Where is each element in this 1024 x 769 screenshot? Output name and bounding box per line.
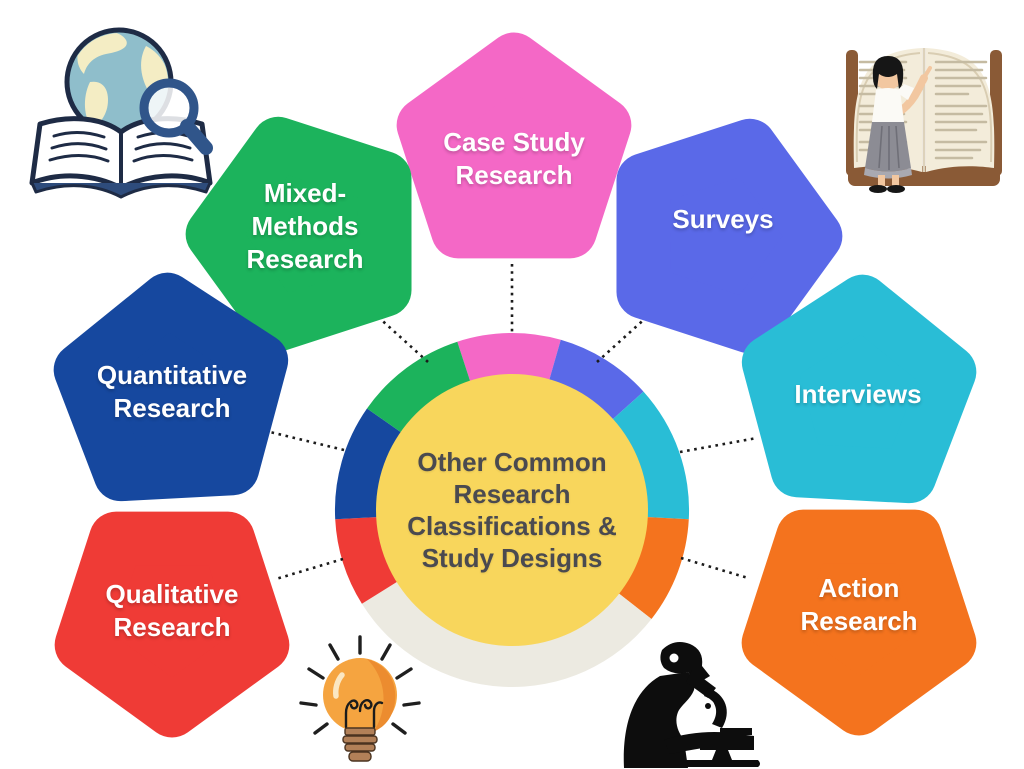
pentagon-surveys-shape <box>616 118 843 354</box>
ring-segment-bottom-blank <box>361 581 652 688</box>
center-circle <box>376 374 648 646</box>
pentagon-label-line: Quantitative <box>96 360 248 390</box>
pentagon-action-shape <box>741 509 977 736</box>
pentagon-label-line: Methods <box>251 210 359 241</box>
pentagon-label-line: Research <box>113 612 231 642</box>
person-sleeve <box>896 84 914 100</box>
person-leg <box>878 175 885 187</box>
person-pointing-finger <box>922 66 932 80</box>
book-page-right <box>926 48 995 172</box>
pentagon-quantitative: Quantitative Research <box>50 268 294 504</box>
pentagon-case-study: Case Study Research <box>392 28 636 264</box>
pentagon-qualitative: Qualitative Research <box>50 506 294 742</box>
connector-interviews <box>679 436 758 454</box>
center-title: Other Common Research Classifications & … <box>372 378 652 642</box>
person-raised-arm <box>898 74 928 114</box>
pentagon-surveys: Surveys <box>601 110 845 354</box>
person-hair <box>872 56 904 89</box>
pentagon-qualitative-shape <box>54 511 290 738</box>
skirt-pleats <box>878 125 900 170</box>
pentagon-label-line: Research <box>800 606 918 636</box>
pentagon-action: Action Research <box>737 504 981 740</box>
pentagon-quantitative-shape <box>53 272 289 502</box>
ring-segment-mixed-methods <box>367 341 471 434</box>
magnifier-handle <box>180 119 213 155</box>
magnifier-icon <box>139 78 199 138</box>
ring-segment-qualitative <box>335 517 399 604</box>
person-open-book-icon <box>846 48 1002 193</box>
center-title-line: Study Designs <box>421 543 603 573</box>
pentagon-interviews: Interviews <box>736 270 980 506</box>
ring-segment-interviews <box>611 391 690 520</box>
pentagon-label-line: Research <box>455 160 573 190</box>
page-stack-lines <box>855 52 993 163</box>
ring-segment-quantitative <box>334 408 403 520</box>
center-title-line: Classifications & <box>407 511 617 541</box>
pentagon-label-line: Surveys <box>672 203 774 234</box>
scientist-ear <box>669 653 679 663</box>
ring-segment-action <box>617 517 689 619</box>
page-text-right <box>934 60 988 160</box>
pentagon-mixed-methods: Mixed- Methods Research <box>183 108 427 352</box>
connector-qualitative <box>275 557 344 581</box>
pentagon-label-line: Research <box>246 243 364 274</box>
bulb-highlight <box>333 672 345 699</box>
person-shirt <box>872 88 904 125</box>
pentagon-interviews-shape <box>741 274 977 504</box>
globe-magnifier-book-icon <box>29 27 213 199</box>
pentagon-case-study-shape <box>396 32 632 259</box>
person-leg <box>892 175 899 187</box>
pentagon-label-line: Action <box>818 573 900 603</box>
person-shoe <box>887 185 905 193</box>
microscope-knob-center <box>705 703 711 709</box>
bulb-shading <box>367 659 396 732</box>
connector-action <box>680 556 749 580</box>
pentagon-label-line: Interviews <box>794 378 922 409</box>
skirt-hem <box>864 168 912 179</box>
connector-quantitative <box>269 430 345 452</box>
ring-segment-surveys <box>548 339 644 421</box>
person-skirt <box>865 122 911 172</box>
book-cover-edge <box>30 182 212 199</box>
ring-segment-case-study <box>457 332 561 383</box>
pentagon-label-line: Research <box>113 393 231 423</box>
scientist-microscope-icon <box>623 642 760 768</box>
pentagon-label-line: Mixed- <box>263 177 347 208</box>
pentagon-label-line: Case Study <box>443 127 585 157</box>
bulb-base <box>342 727 378 762</box>
scientist-silhouette <box>623 642 760 768</box>
bulb-filament <box>344 699 384 729</box>
lightbulb-rays <box>299 635 421 735</box>
center-title-line: Other Common <box>417 447 607 477</box>
pentagon-label-line: Qualitative <box>105 579 239 609</box>
lightbulb-icon <box>299 635 421 762</box>
center-title-line: Research <box>453 479 571 509</box>
person-shoe <box>869 185 887 193</box>
pentagon-mixed-methods-shape <box>185 116 412 352</box>
